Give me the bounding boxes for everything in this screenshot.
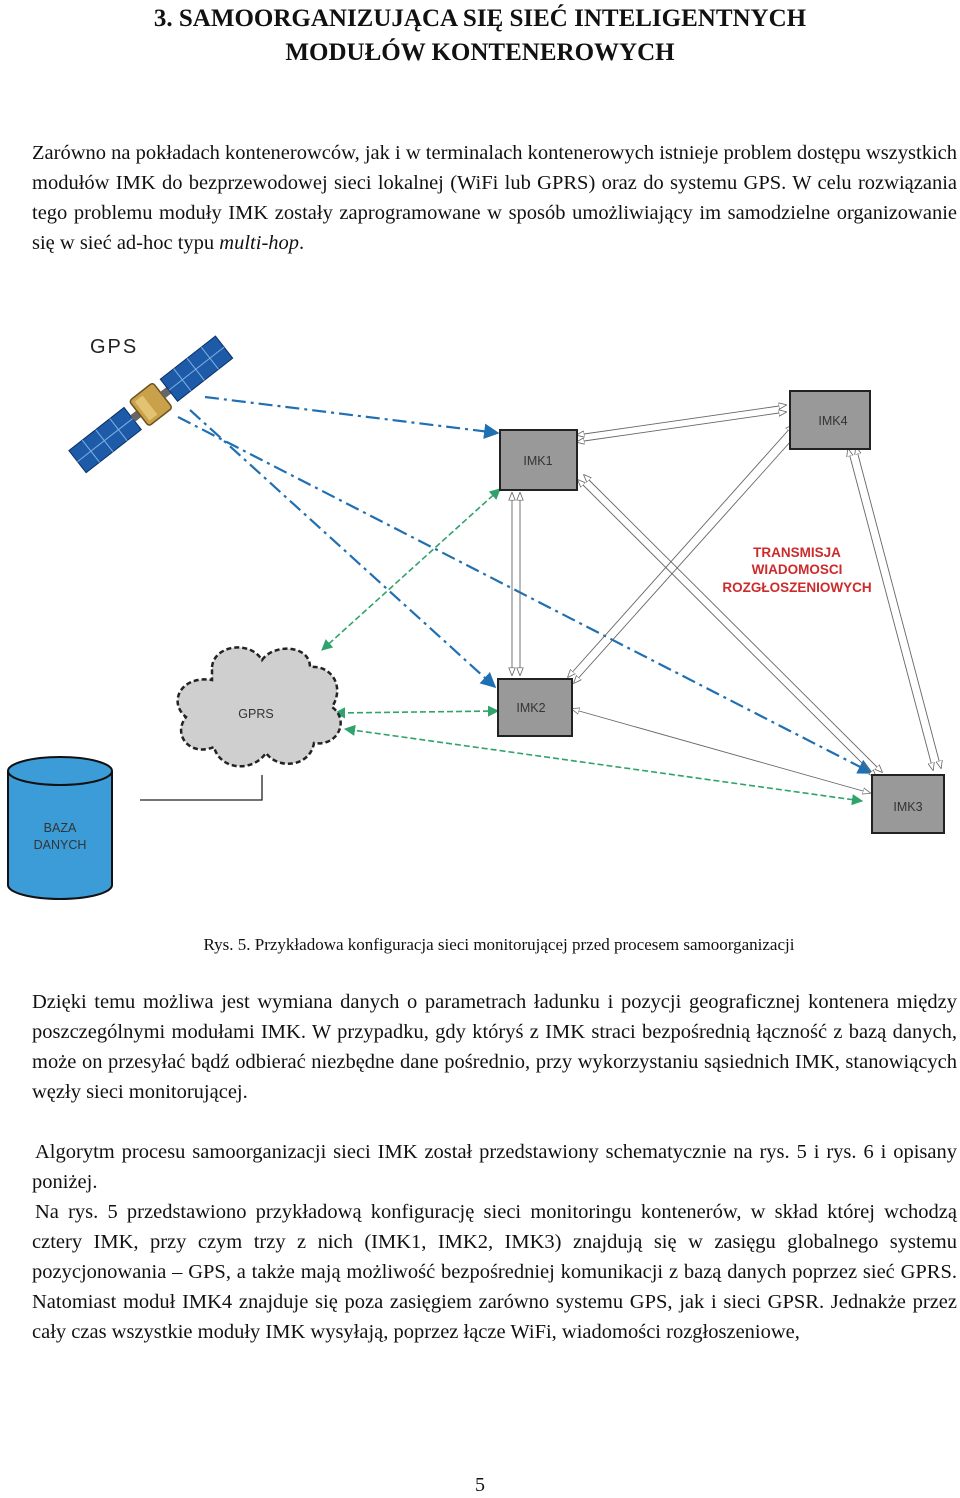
network-diagram: GPS GPRS BAZA DANYCH <box>7 335 945 900</box>
imk1-label: IMK1 <box>523 454 552 468</box>
imk4-node: IMK4 <box>789 390 871 450</box>
broadcast-line-3: ROZGŁOSZENIOWYCH <box>722 580 871 595</box>
db-connector <box>140 775 263 801</box>
gps-satellite-icon <box>68 335 234 474</box>
figure-caption: Rys. 5. Przykładowa konfiguracja sieci m… <box>203 935 795 954</box>
imk2-node: IMK2 <box>497 678 573 737</box>
imk3-label: IMK3 <box>893 800 922 814</box>
db-label-line-2: DANYCH <box>34 838 87 852</box>
gprs-label: GPRS <box>238 707 273 721</box>
gprs-cloud-icon: GPRS <box>176 646 342 768</box>
intro-paragraph: Zarówno na pokładach kontenerowców, jak … <box>32 138 957 258</box>
imk3-node: IMK3 <box>871 774 945 834</box>
imk4-label: IMK4 <box>818 414 847 428</box>
page-number: 5 <box>475 1474 485 1496</box>
body-paragraph-3: Na rys. 5 przedstawiono przykładową konf… <box>32 1201 957 1343</box>
db-label-line-1: BAZA <box>44 821 77 835</box>
broadcast-label: TRANSMISJA WIADOMOSCI ROZGŁOSZENIOWYCH <box>722 545 871 595</box>
intro-text: Zarówno na pokładach kontenerowców, jak … <box>32 142 957 254</box>
broadcast-line-1: TRANSMISJA <box>753 545 841 560</box>
gps-label: GPS <box>90 336 138 358</box>
body-paragraph-2: Algorytm procesu samoorganizacji sieci I… <box>32 1141 957 1193</box>
intro-end: . <box>299 232 305 254</box>
gprs-links <box>321 488 864 806</box>
broadcast-line-2: WIADOMOSCI <box>752 562 843 577</box>
section-heading: 3. SAMOORGANIZUJĄCA SIĘ SIEĆ INTELIGENTN… <box>0 2 960 70</box>
imk2-label: IMK2 <box>516 701 545 715</box>
heading-line-1: 3. SAMOORGANIZUJĄCA SIĘ SIEĆ INTELIGENTN… <box>153 5 807 32</box>
heading-line-2: MODUŁÓW KONTENEROWYCH <box>285 39 675 66</box>
database-icon: BAZA DANYCH <box>7 756 113 900</box>
intro-italic-term: multi-hop <box>219 232 300 254</box>
body-paragraph-1: Dzięki temu możliwa jest wymiana danych … <box>32 991 957 1103</box>
imk1-node: IMK1 <box>499 429 578 491</box>
